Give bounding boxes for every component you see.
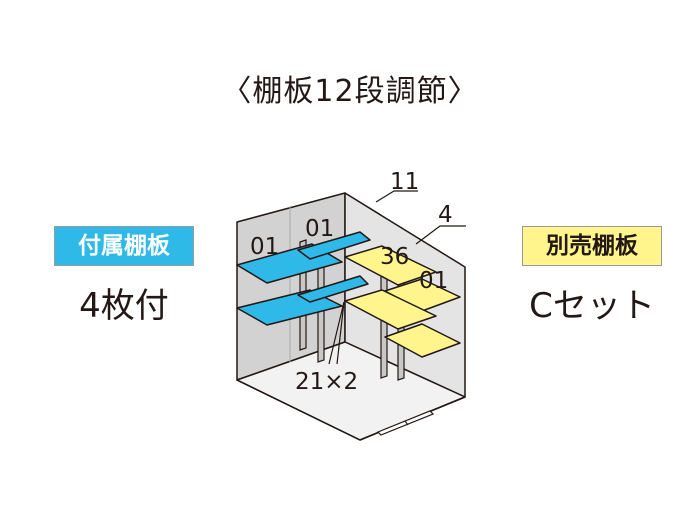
- post-count-label: 21×2: [295, 369, 358, 395]
- optional-shelf-1: [344, 245, 437, 286]
- storage-shed-shelf-diagram: 01 01 36 01 11 4 21×2: [236, 169, 466, 441]
- shelf-number-label: 36: [380, 244, 409, 270]
- page-title: 〈棚板12段調節〉: [221, 74, 479, 109]
- included-shelf-2: [297, 231, 371, 260]
- shelf-number-label: 01: [419, 268, 448, 294]
- callout-label: 11: [390, 169, 419, 195]
- optional-shelf-3: [344, 289, 437, 330]
- included-shelves-badge: 付属棚板: [54, 226, 194, 266]
- callout-label: 4: [438, 202, 453, 228]
- callout-leaders: [328, 190, 466, 365]
- optional-shelves-set: Cセット: [529, 286, 655, 326]
- shelf-number-label: 01: [250, 234, 279, 260]
- included-shelves: [236, 231, 371, 326]
- included-shelf-4: [297, 275, 369, 303]
- optional-shelves: [344, 245, 461, 358]
- optional-shelf-4: [384, 323, 461, 358]
- door-sill: [376, 410, 435, 436]
- included-shelves-count: 4枚付: [79, 286, 169, 326]
- optional-shelves-badge: 別売棚板: [522, 226, 662, 266]
- shelf-number-label: 01: [305, 216, 334, 242]
